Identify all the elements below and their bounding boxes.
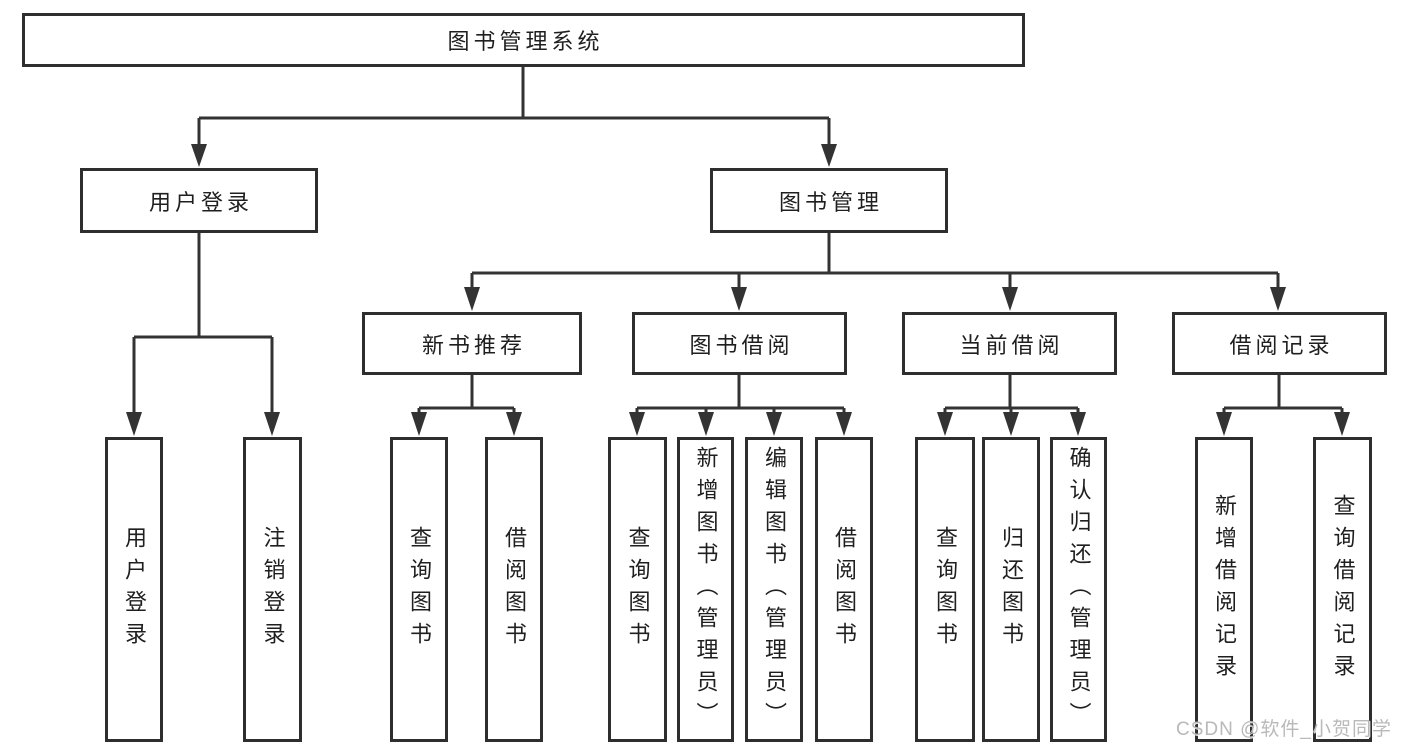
leaf-edit-books-admin: 编辑图书（管理员）: [745, 437, 803, 742]
arrowhead: [191, 144, 207, 167]
leaf-label: 借阅图书: [502, 525, 527, 654]
leaf-query-books-under-borrowing: 查询图书: [608, 437, 667, 742]
csdn-watermark: CSDN @软件_小贺同学: [1176, 719, 1392, 740]
leaf-label: 归还图书: [999, 525, 1024, 654]
arrowhead: [464, 287, 480, 311]
node-borrowing-records: 借阅记录: [1172, 312, 1387, 375]
leaf-logout: 注销登录: [243, 437, 302, 742]
edge-borrow-records-children: [1216, 375, 1350, 436]
leaf-label: 确认归还（管理员）: [1066, 445, 1092, 734]
leaf-borrow-books-under-recommendation: 借阅图书: [485, 437, 543, 742]
leaf-query-books-under-current: 查询图书: [915, 437, 975, 742]
node-current-borrowing: 当前借阅: [902, 312, 1117, 375]
leaf-confirm-return-admin: 确认归还（管理员）: [1050, 437, 1107, 742]
leaf-query-borrow-record: 查询借阅记录: [1313, 437, 1372, 742]
leaf-label: 注销登录: [260, 525, 286, 654]
arrowhead: [126, 412, 142, 436]
arrowhead: [1002, 287, 1018, 311]
arrowhead: [264, 412, 280, 436]
leaf-user-login: 用户登录: [105, 437, 163, 742]
edge-book-borrow-children: [629, 375, 852, 436]
leaf-label: 用户登录: [122, 525, 147, 654]
arrowhead: [1270, 287, 1286, 311]
leaf-label: 编辑图书（管理员）: [762, 445, 787, 734]
arrowhead: [1216, 412, 1232, 436]
node-library-management-system: 图书管理系统: [22, 13, 1025, 67]
leaf-label: 新增借阅记录: [1212, 493, 1237, 686]
leaf-add-borrow-record: 新增借阅记录: [1195, 437, 1253, 742]
edge-root-to-level2: [191, 67, 837, 167]
arrowhead: [937, 412, 953, 436]
arrowhead: [821, 144, 837, 167]
leaf-label: 借阅图书: [832, 525, 857, 654]
leaf-label: 查询图书: [933, 525, 958, 654]
leaf-borrow-books-under-borrowing: 借阅图书: [815, 437, 873, 742]
arrowhead: [1070, 412, 1086, 436]
edge-user-login-children: [126, 233, 280, 436]
leaf-label: 新增图书（管理员）: [693, 445, 719, 734]
edge-current-borrow-children: [937, 375, 1086, 436]
arrowhead: [836, 412, 852, 436]
arrowhead: [411, 412, 427, 436]
leaf-return-books: 归还图书: [982, 437, 1040, 742]
node-book-borrowing: 图书借阅: [632, 312, 847, 375]
leaf-label: 查询图书: [625, 525, 651, 654]
node-new-book-recommendation: 新书推荐: [362, 312, 582, 375]
leaf-add-books-admin: 新增图书（管理员）: [677, 437, 734, 742]
edge-book-management-children: [464, 233, 1286, 311]
arrowhead: [1003, 412, 1019, 436]
edge-new-book-rec-children: [411, 375, 522, 436]
leaf-query-books-under-recommendation: 查询图书: [390, 437, 448, 742]
arrowhead: [629, 412, 645, 436]
arrowhead: [766, 412, 782, 436]
leaf-label: 查询图书: [407, 525, 432, 654]
leaf-label: 查询借阅记录: [1330, 493, 1356, 686]
arrowhead: [506, 412, 522, 436]
node-book-management: 图书管理: [710, 168, 948, 233]
arrowhead: [698, 412, 714, 436]
arrowhead: [1334, 412, 1350, 436]
arrowhead: [731, 287, 747, 311]
node-user-login: 用户登录: [80, 168, 318, 233]
